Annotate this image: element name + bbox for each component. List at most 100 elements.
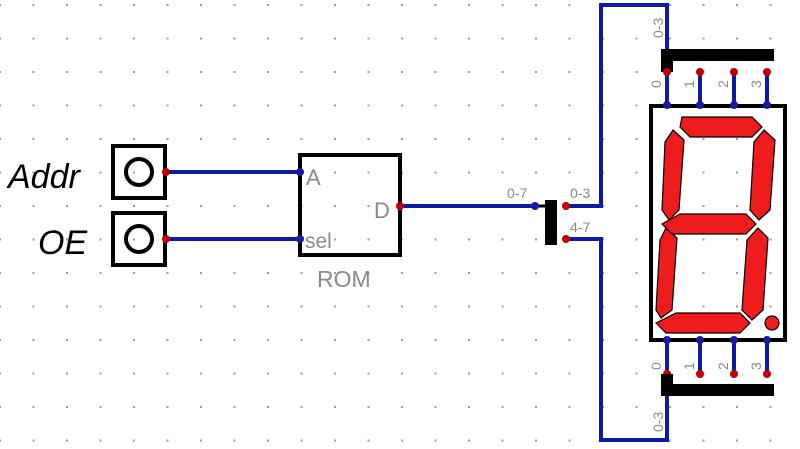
wire-high-nibble[interactable] [564, 237, 669, 442]
wire-low-nibble[interactable] [564, 3, 669, 208]
addr-input[interactable]: Addr [6, 144, 170, 200]
grid-dot [66, 4, 68, 6]
grid-dot [300, 305, 303, 308]
grid-dot [736, 305, 738, 308]
grid-dot [233, 205, 236, 207]
grid-dot [133, 339, 135, 341]
grid-dot [99, 272, 102, 274]
oe-input[interactable]: OE [38, 211, 170, 267]
display-top-port-1 [696, 101, 704, 109]
grid-dot [99, 171, 102, 174]
grid-dot [367, 339, 370, 341]
oe-input-box[interactable] [111, 211, 167, 267]
grid-dot [367, 205, 370, 207]
grid-dot [334, 205, 336, 207]
grid-dot [769, 37, 772, 40]
grid-dot [66, 339, 68, 341]
grid-dot [334, 138, 336, 140]
grid-dot [635, 238, 638, 241]
grid-dot [635, 272, 638, 274]
grid-dot [334, 272, 336, 274]
grid-dot [0, 71, 1, 73]
grid-dot [166, 205, 169, 207]
grid-dot [736, 37, 738, 40]
grid-dot [669, 439, 671, 442]
grid-dot [434, 406, 437, 408]
grid-dot [267, 439, 269, 442]
top-bus-tab [661, 60, 673, 72]
grid-dot [401, 305, 403, 308]
grid-dot [434, 272, 437, 274]
top-bus-label: 0-3 [650, 18, 666, 38]
grid-dot [468, 4, 470, 6]
segment-a [679, 116, 763, 138]
grid-dot [501, 4, 504, 6]
grid-dot [200, 37, 202, 40]
grid-dot [434, 339, 437, 341]
grid-dot [468, 406, 470, 408]
grid-dot [233, 71, 236, 73]
splitter[interactable]: 0-7 0-3 4-7 [507, 185, 590, 245]
grid-dot [702, 305, 705, 308]
addr-output-port [162, 168, 170, 176]
grid-dot [0, 37, 1, 40]
grid-dot [401, 71, 403, 73]
grid-dot [200, 372, 202, 375]
grid-dot [0, 138, 1, 140]
grid-dot [300, 104, 303, 107]
top-bus-bar[interactable] [661, 49, 774, 61]
splitter-bar[interactable] [545, 200, 557, 245]
grid-dot [535, 138, 537, 140]
grid-dot [32, 37, 35, 40]
top-pin-label-0: 0 [648, 80, 664, 88]
grid-dot [267, 138, 269, 140]
grid-dot [401, 4, 403, 6]
grid-dot [468, 339, 470, 341]
addr-input-box[interactable] [111, 144, 167, 200]
grid-dot [535, 372, 537, 375]
grid-dot [267, 372, 269, 375]
rom-port-a-label: A [306, 165, 321, 190]
grid-dot [166, 305, 169, 308]
display-bottom-bus[interactable]: 0 1 2 3 0-3 [648, 362, 774, 432]
grid-dot [367, 439, 370, 442]
grid-dot [501, 305, 504, 308]
grid-dot [99, 205, 102, 207]
splitter-in-port [531, 202, 539, 210]
grid-dot [501, 339, 504, 341]
display-bottom-port-1 [696, 336, 704, 344]
grid-dot [669, 406, 671, 408]
grid-dot [66, 372, 68, 375]
grid-dot [501, 171, 504, 174]
grid-dot [501, 104, 504, 107]
grid-dot [468, 439, 470, 442]
grid-dot [434, 37, 437, 40]
grid-dot [501, 71, 504, 73]
display-top-bus[interactable]: 0-3 0 1 2 3 [648, 18, 774, 88]
seven-segment-display[interactable] [649, 101, 787, 344]
display-body[interactable] [649, 104, 787, 342]
grid-dot [535, 406, 537, 408]
grid-dot [401, 37, 403, 40]
grid-dot [300, 406, 303, 408]
segment-e [655, 227, 678, 319]
grid-dot [166, 4, 169, 6]
grid-dot [267, 272, 269, 274]
rom-component[interactable]: A sel D ROM [296, 153, 404, 292]
grid-dot [736, 4, 738, 6]
grid-dot [32, 272, 35, 274]
oe-output-port [162, 235, 170, 243]
grid-dot [267, 37, 269, 40]
bottom-pin-label-3: 3 [748, 362, 764, 370]
grid-dot [367, 71, 370, 73]
display-top-port-0 [663, 101, 671, 109]
grid-dot [501, 138, 504, 140]
splitter-high-port [562, 235, 570, 243]
grid-dot [166, 406, 169, 408]
grid-dot [133, 272, 135, 274]
grid-dot [66, 205, 68, 207]
grid-dot [535, 305, 537, 308]
grid-dot [233, 104, 236, 107]
grid-dot [334, 372, 336, 375]
bottom-bus-bar[interactable] [661, 384, 774, 396]
